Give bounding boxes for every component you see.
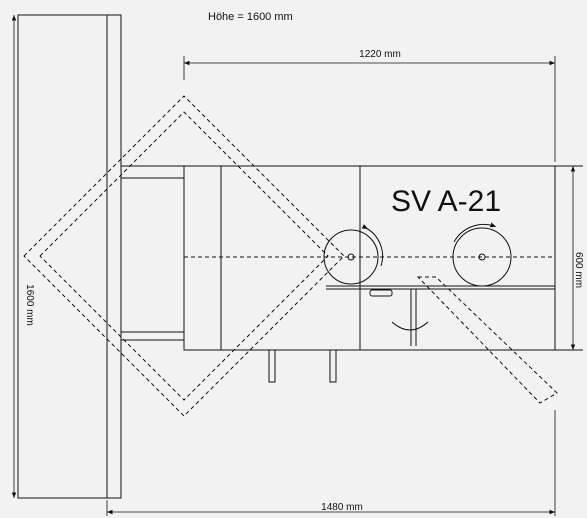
- dim-left-label: 1600 mm: [24, 284, 35, 326]
- lower-left-block: [120, 331, 185, 341]
- swing-envelope-outer: [23, 95, 345, 417]
- dim-top-label: 1220 mm: [359, 49, 401, 60]
- dim-bottom-label: 1480 mm: [321, 502, 363, 513]
- machine-body: [183, 165, 556, 351]
- swing-arc: [391, 321, 429, 331]
- dim-right-label: 600 mm: [573, 252, 584, 288]
- leg-left: [268, 349, 276, 383]
- rotation-arrow-right-icon: [453, 222, 497, 243]
- left-panel-edge: [106, 14, 122, 499]
- slot-handle: [369, 289, 393, 297]
- swing-flap-outline: [416, 276, 558, 404]
- model-title: SV A-21: [391, 185, 501, 218]
- upper-left-block: [120, 165, 185, 179]
- swing-envelope-inner: [39, 111, 329, 401]
- leg-right: [329, 349, 337, 383]
- rotation-arrow-left-icon: [361, 224, 384, 267]
- left-side-panel: [17, 14, 108, 499]
- height-note: Höhe = 1600 mm: [208, 11, 293, 23]
